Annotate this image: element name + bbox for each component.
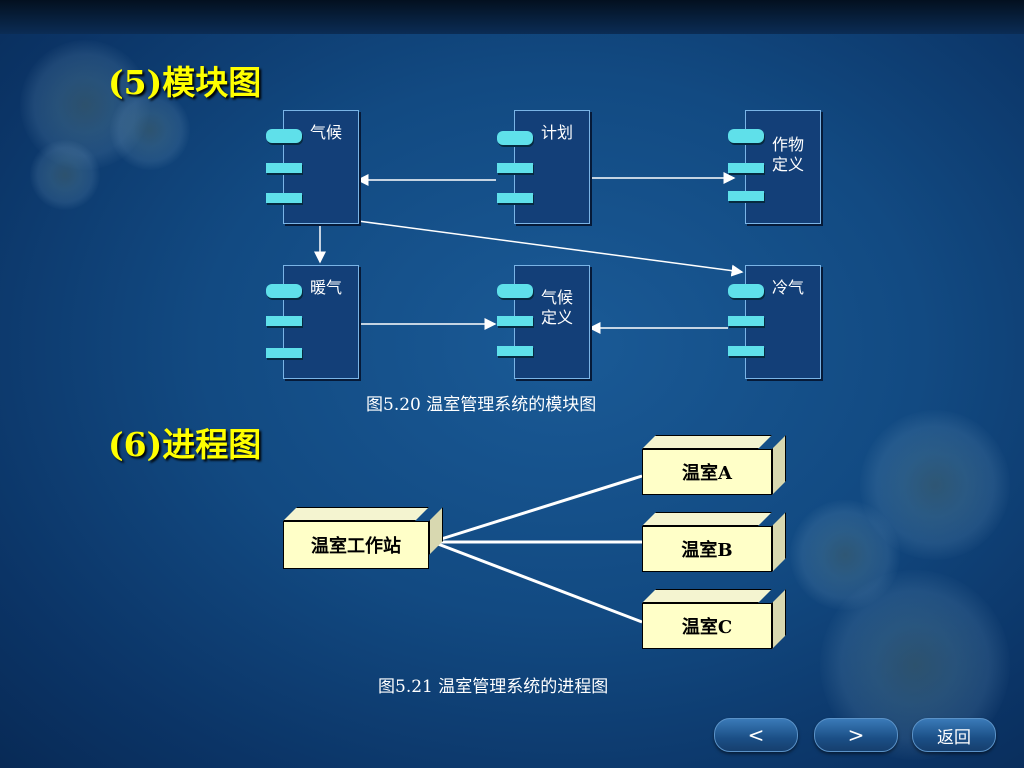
module-label: 冷气 [772,278,805,297]
top-bar [0,0,1024,34]
box-side [772,589,786,649]
module-port [266,129,302,143]
flower-decoration [30,140,100,210]
module-port [728,129,764,143]
process-label: 温室C [642,603,772,649]
box-top [642,435,772,449]
box-top [642,512,772,526]
process-workstation: 温室工作站 [283,507,443,569]
module-label: 作物定义 [772,135,805,174]
module-port [728,191,764,201]
box-side [772,435,786,495]
module-port [266,193,302,203]
flower-decoration [110,90,190,170]
figure-5-20-caption: 图5.20 温室管理系统的模块图 [366,395,597,415]
link-workstation-c [437,542,643,624]
back-button[interactable]: 返回 [912,718,996,752]
process-greenhouse-b: 温室B [642,512,786,572]
module-plan: 计划 [497,110,590,224]
section-6-heading: (6)进程图 [108,425,262,464]
module-port [497,131,533,145]
module-port [497,193,533,203]
section-5-heading: (5)模块图 [108,63,262,102]
module-port [728,284,764,298]
module-label: 气候 [310,123,343,142]
figure-5-21-caption: 图5.21 温室管理系统的进程图 [378,677,609,697]
module-heating: 暖气 [266,265,359,379]
box-top [642,589,772,603]
box-side [429,507,443,555]
module-port [266,163,302,173]
prev-button[interactable]: < [714,718,798,752]
module-label: 计划 [541,123,574,142]
box-side [772,512,786,572]
module-climate-definition: 气候定义 [497,265,590,379]
module-label: 暖气 [310,278,343,297]
arrow-climate-to-cooling [357,220,744,277]
module-port [497,346,533,356]
process-label: 温室工作站 [283,521,429,569]
process-greenhouse-c: 温室C [642,589,786,649]
module-port [728,316,764,326]
next-button[interactable]: > [814,718,898,752]
module-port [266,348,302,358]
link-workstation-a [437,474,643,542]
module-port [497,316,533,326]
module-port [497,284,533,298]
box-top [283,507,429,521]
module-port [728,163,764,173]
module-label: 气候定义 [541,288,574,327]
module-port [266,316,302,326]
module-cooling: 冷气 [728,265,821,379]
process-greenhouse-a: 温室A [642,435,786,495]
process-label: 温室A [642,449,772,495]
module-port [266,284,302,298]
process-label: 温室B [642,526,772,572]
module-climate: 气候 [266,110,359,224]
module-port [497,163,533,173]
module-port [728,346,764,356]
module-crop-definition: 作物定义 [728,110,821,224]
